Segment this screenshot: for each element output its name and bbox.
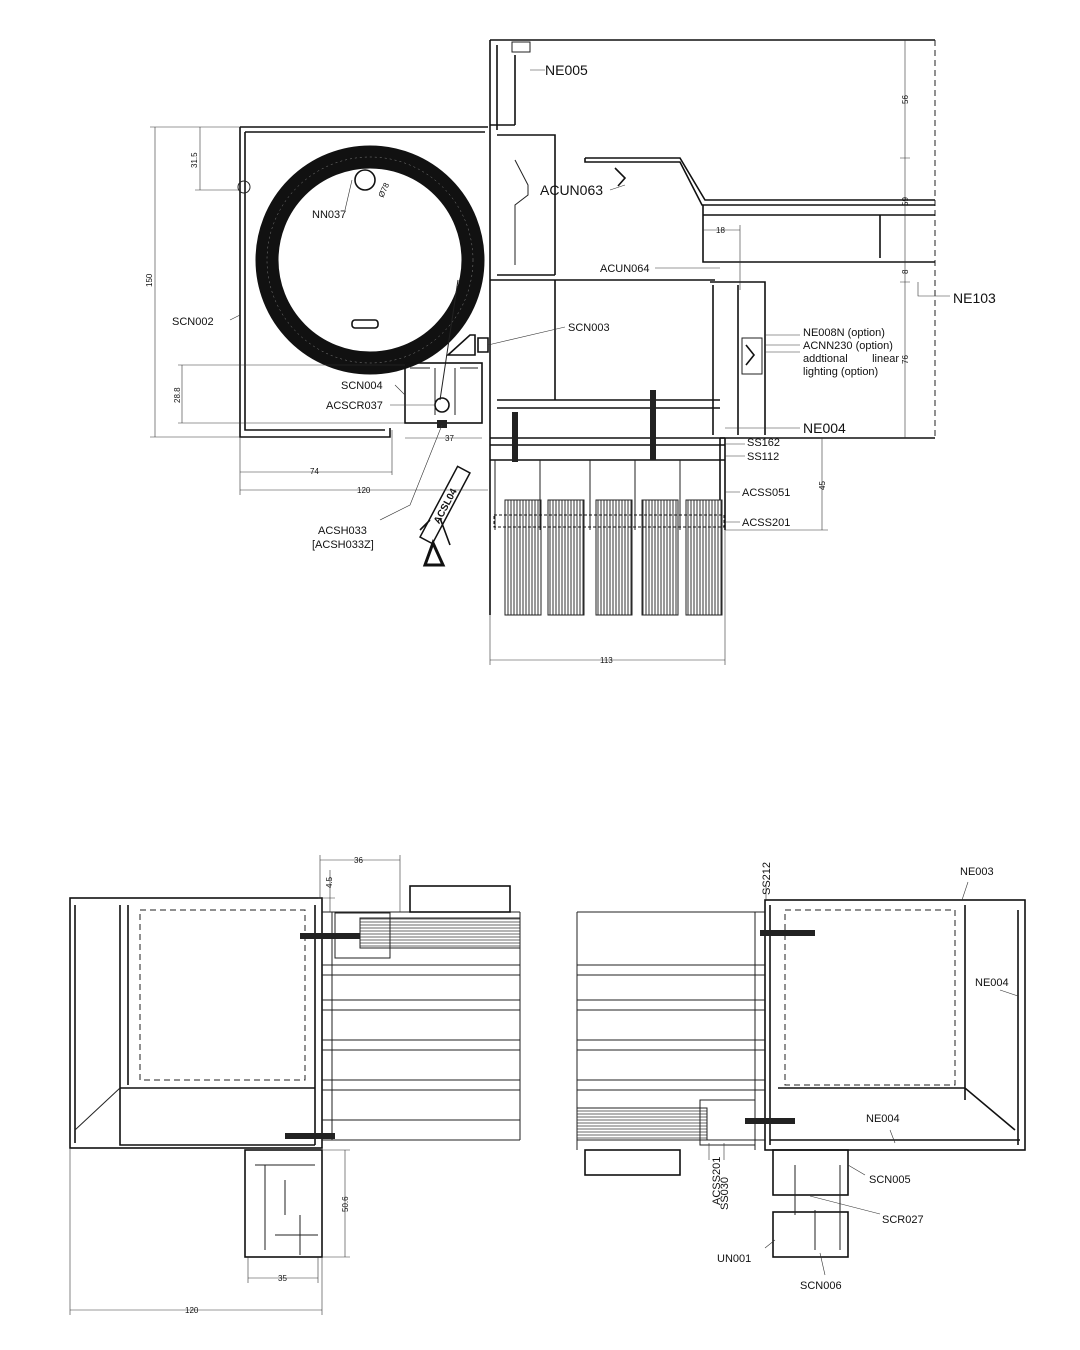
label-acsh033: ACSH033 xyxy=(318,525,367,537)
bottom-section: 120 35 50.6 36 4.5 SS212 NE003 NE004 NE0… xyxy=(69,855,1026,1315)
top-section: ACSL04 150 31.5 28.8 74 120 37 113 45 56 xyxy=(145,39,996,665)
label-scn003: SCN003 xyxy=(568,322,610,334)
dim-120-bottom: 120 xyxy=(185,1306,199,1315)
dim-56: 56 xyxy=(901,95,910,104)
dim-113: 113 xyxy=(600,656,613,665)
left-frame-profile xyxy=(69,897,323,1149)
label-scn005: SCN005 xyxy=(869,1174,911,1186)
label-acun063: ACUN063 xyxy=(540,182,603,198)
dim-4-5: 4.5 xyxy=(325,876,334,888)
right-glass-panels xyxy=(576,911,815,1176)
scn004-bottom-bar xyxy=(404,362,483,428)
right-frame-profile xyxy=(764,899,1026,1151)
label-scn002: SCN002 xyxy=(172,316,214,328)
label-ne005: NE005 xyxy=(545,62,588,78)
dim-76: 76 xyxy=(901,355,910,364)
leader-lines xyxy=(229,69,950,523)
label-diameter-78: Ø78 xyxy=(377,181,392,199)
dim-59: 59 xyxy=(901,197,910,206)
bottom-dimensions: 120 35 50.6 36 4.5 xyxy=(69,855,401,1315)
label-ss162: SS162 xyxy=(747,437,780,449)
label-ne004: NE004 xyxy=(803,420,846,436)
label-nn037: NN037 xyxy=(312,209,346,221)
label-ne008n: NE008N (option) xyxy=(803,327,885,339)
warning-triangle-icon xyxy=(422,539,446,567)
label-acss051: ACSS051 xyxy=(742,487,790,499)
transom-profile xyxy=(584,157,935,263)
ne005-frame-profile xyxy=(489,39,936,439)
bottom-leader-lines xyxy=(708,881,1019,1276)
label-acss201: ACSS201 xyxy=(742,517,790,529)
sliding-glass-panels xyxy=(489,390,726,616)
scn002-cassette xyxy=(237,126,488,438)
label-acun064: ACUN064 xyxy=(600,263,650,275)
label-acnn230: ACNN230 (option) xyxy=(803,340,893,352)
label-scr027: SCR027 xyxy=(882,1214,924,1226)
label-ss112: SS112 xyxy=(747,451,779,463)
nn037-roller-coil xyxy=(255,145,485,401)
label-lighting-line1: addtional linear xyxy=(803,353,899,365)
handle-lever xyxy=(419,517,451,546)
label-scn004: SCN004 xyxy=(341,380,383,392)
label-lighting-line2: lighting (option) xyxy=(803,366,878,378)
dim-120-top: 120 xyxy=(357,486,371,495)
label-un001: UN001 xyxy=(717,1253,751,1265)
label-acscr037: ACSCR037 xyxy=(326,400,383,412)
dim-50-6: 50.6 xyxy=(341,1196,350,1212)
label-scn006: SCN006 xyxy=(800,1280,842,1292)
top-dimensions: 150 31.5 28.8 74 120 37 113 45 56 59 8 7… xyxy=(145,40,910,665)
dim-45: 45 xyxy=(818,481,827,490)
dim-35: 35 xyxy=(278,1274,287,1283)
label-ne004-bottom: NE004 xyxy=(866,1113,900,1125)
dim-8: 8 xyxy=(901,269,910,274)
dim-74: 74 xyxy=(310,467,319,476)
label-ss212: SS212 xyxy=(761,862,773,895)
mullion-profile xyxy=(490,279,766,435)
label-ne003: NE003 xyxy=(960,866,994,878)
dim-18: 18 xyxy=(716,226,725,235)
label-ss030: SS030 xyxy=(719,1177,731,1210)
right-lower-profile xyxy=(772,1149,849,1258)
label-acsh033z: [ACSH033Z] xyxy=(312,539,374,551)
scn003-profile xyxy=(445,334,489,356)
dim-28-8: 28.8 xyxy=(173,387,182,403)
label-ne004-side: NE004 xyxy=(975,977,1009,989)
left-lower-profile xyxy=(244,1149,323,1258)
dim-150: 150 xyxy=(145,273,154,287)
label-ne103: NE103 xyxy=(953,290,996,306)
dim-37: 37 xyxy=(445,434,454,443)
dim-31-5: 31.5 xyxy=(190,152,199,168)
dim-36: 36 xyxy=(354,856,363,865)
label-acss201-bottom: ACSS201 xyxy=(711,1157,723,1205)
left-glass-panels xyxy=(285,885,521,1141)
